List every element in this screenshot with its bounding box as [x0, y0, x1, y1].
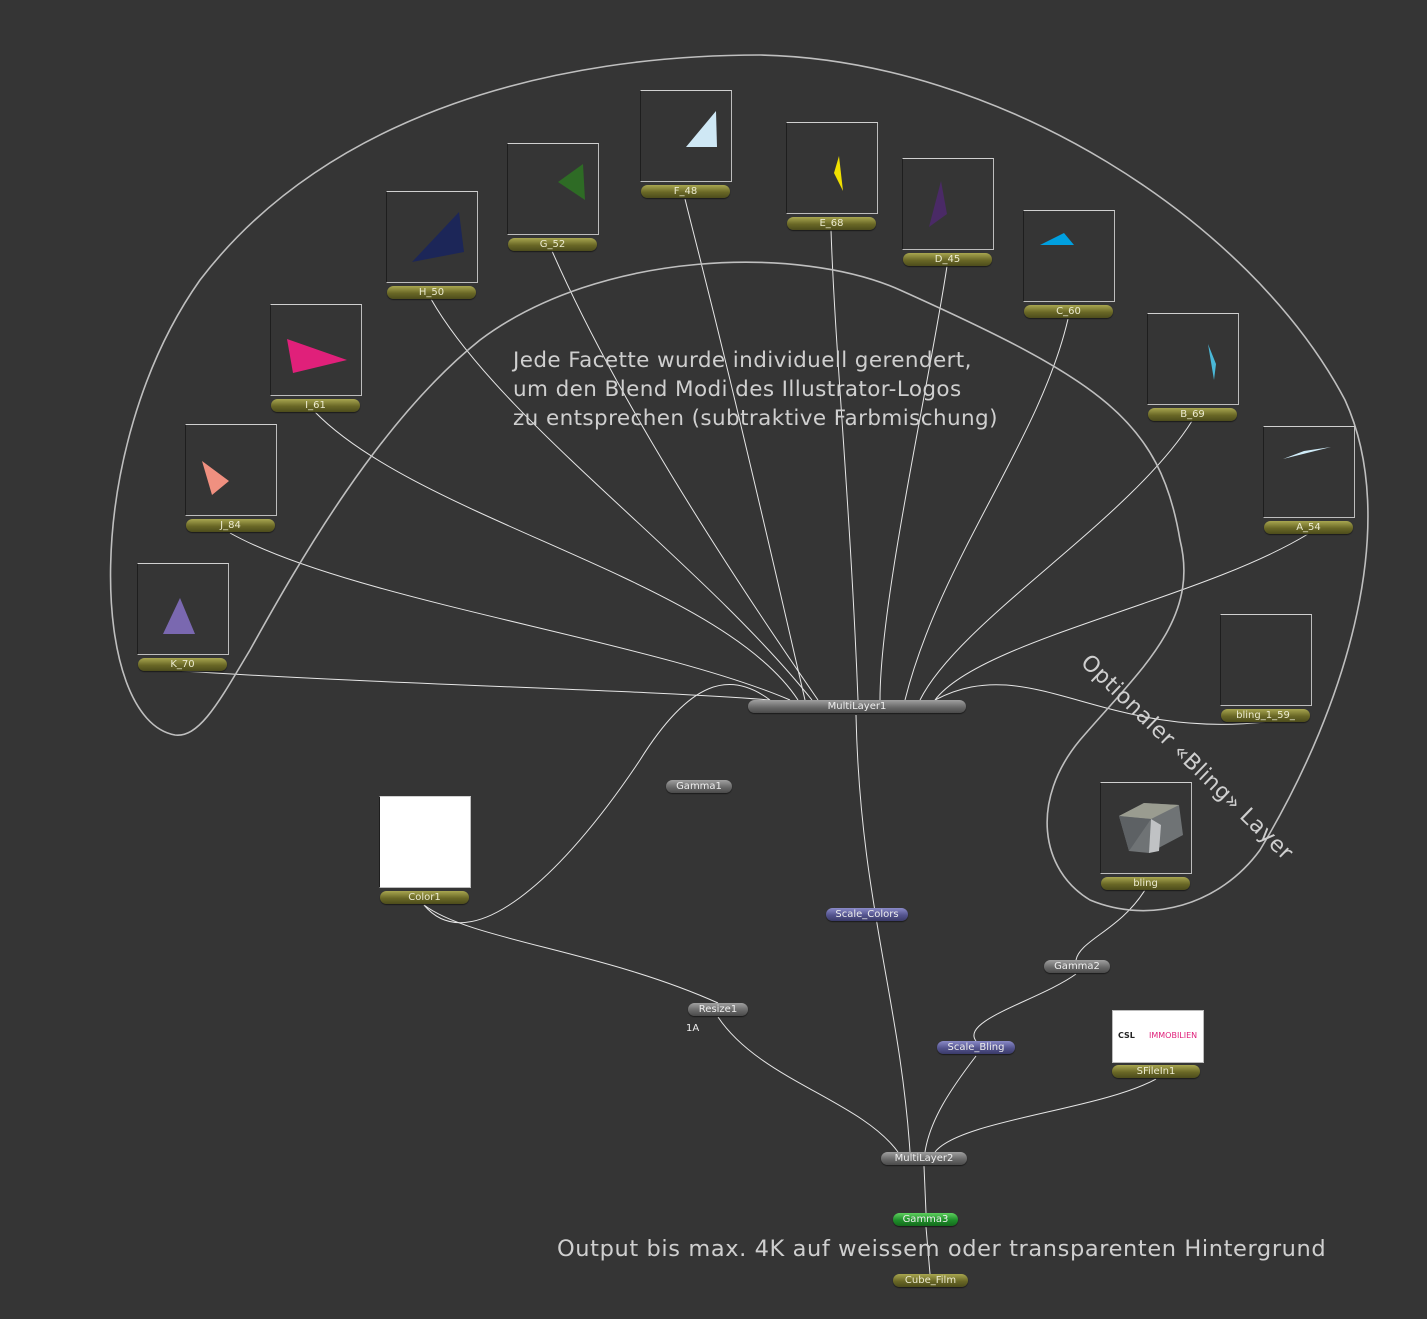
- logo-csl: CSL: [1118, 1031, 1135, 1040]
- thumbnail-a-54[interactable]: [1263, 426, 1355, 518]
- node-f-48[interactable]: F_48: [641, 185, 730, 198]
- facet-triangle-icon: [686, 111, 717, 147]
- node-bling-1-59[interactable]: bling_1_59_: [1221, 709, 1310, 722]
- wire: [855, 714, 911, 1153]
- thumbnail-k-70[interactable]: [137, 563, 229, 655]
- wire: [551, 250, 819, 701]
- facet-triangle-icon: [1283, 447, 1331, 459]
- wire: [904, 318, 1069, 701]
- facet-triangle-icon: [163, 598, 195, 634]
- wire: [314, 411, 799, 701]
- wire: [924, 1055, 977, 1153]
- facets-line-1: Jede Facette wurde individuell gerendert…: [513, 348, 972, 373]
- node-b-69[interactable]: B_69: [1148, 408, 1237, 421]
- thumbnail-d-45[interactable]: [902, 158, 994, 250]
- wire: [934, 1078, 1157, 1153]
- facet-triangle-icon: [1040, 233, 1074, 245]
- facet-triangle-icon: [287, 339, 347, 373]
- thumbnail-j-84[interactable]: [185, 424, 277, 516]
- node-g-52[interactable]: G_52: [508, 238, 597, 251]
- thumbnail-color1[interactable]: [379, 796, 471, 888]
- thumbnail-bling[interactable]: [1100, 782, 1192, 874]
- node-h-50[interactable]: H_50: [387, 286, 476, 299]
- wire: [181, 670, 771, 701]
- facet-triangle-icon: [1208, 344, 1216, 380]
- facets-line-2: um den Blend Modi des Illustrator-Logos: [513, 377, 962, 402]
- wire: [934, 533, 1309, 701]
- node-gamma1[interactable]: Gamma1: [666, 780, 732, 793]
- wire: [717, 1016, 899, 1153]
- logo-immobilien: IMMOBILIEN: [1149, 1031, 1198, 1040]
- wire: [1075, 889, 1146, 961]
- wire: [925, 1226, 931, 1275]
- node-e-68[interactable]: E_68: [787, 217, 876, 230]
- wire: [879, 265, 948, 701]
- node-sfilein1[interactable]: SFileIn1: [1112, 1065, 1200, 1078]
- facet-triangle-icon: [202, 461, 229, 495]
- cube-preview-icon: [1119, 803, 1183, 853]
- node-cube-film[interactable]: Cube_Film: [893, 1274, 968, 1287]
- node-color1[interactable]: Color1: [380, 891, 469, 904]
- thumbnail-e-68[interactable]: [786, 122, 878, 214]
- facets-annotation: Jede Facette wurde individuell gerendert…: [513, 346, 998, 433]
- grouping-loop: [109, 54, 1369, 912]
- thumbnail-b-69[interactable]: [1147, 313, 1239, 405]
- node-gamma3[interactable]: Gamma3: [893, 1213, 958, 1226]
- output-annotation: Output bis max. 4K auf weissem oder tran…: [557, 1236, 1327, 1262]
- node-multilayer1[interactable]: MultiLayer1: [748, 700, 966, 713]
- facet-triangle-icon: [834, 156, 843, 191]
- node-scale-colors[interactable]: Scale_Colors: [826, 908, 908, 921]
- node-resize1[interactable]: Resize1: [688, 1003, 748, 1016]
- wire: [830, 229, 859, 701]
- wire: [684, 198, 806, 701]
- facet-triangle-icon: [412, 212, 464, 262]
- thumbnail-bling-1-59[interactable]: [1220, 614, 1312, 706]
- node-i-61[interactable]: I_61: [271, 399, 360, 412]
- facets-line-3: zu entsprechen (subtraktive Farbmischung…: [513, 406, 998, 431]
- wire: [973, 973, 1077, 1042]
- wire: [923, 1165, 927, 1214]
- node-c-60[interactable]: C_60: [1024, 305, 1113, 318]
- node-a-54[interactable]: A_54: [1264, 521, 1353, 534]
- thumbnail-g-52[interactable]: [507, 143, 599, 235]
- wire: [423, 904, 719, 1004]
- node-bling[interactable]: bling: [1101, 877, 1190, 890]
- wire: [229, 532, 791, 701]
- facet-triangle-icon: [929, 181, 947, 227]
- node-multilayer2[interactable]: MultiLayer2: [881, 1152, 967, 1165]
- resize1-input-label: 1A: [686, 1023, 700, 1034]
- wire: [934, 684, 1266, 725]
- node-gamma2[interactable]: Gamma2: [1044, 960, 1110, 973]
- node-d-45[interactable]: D_45: [903, 253, 992, 266]
- wire: [423, 684, 771, 924]
- thumbnail-h-50[interactable]: [386, 191, 478, 283]
- thumbnail-i-61[interactable]: [270, 304, 362, 396]
- thumbnail-c-60[interactable]: [1023, 210, 1115, 302]
- node-scale-bling[interactable]: Scale_Bling: [937, 1041, 1015, 1054]
- node-k-70[interactable]: K_70: [138, 658, 227, 671]
- sfilein1-thumbnail[interactable]: CSL IMMOBILIEN: [1112, 1010, 1204, 1063]
- wire: [919, 420, 1193, 701]
- thumbnail-f-48[interactable]: [640, 90, 732, 182]
- node-j-84[interactable]: J_84: [186, 519, 275, 532]
- facet-triangle-icon: [558, 164, 585, 200]
